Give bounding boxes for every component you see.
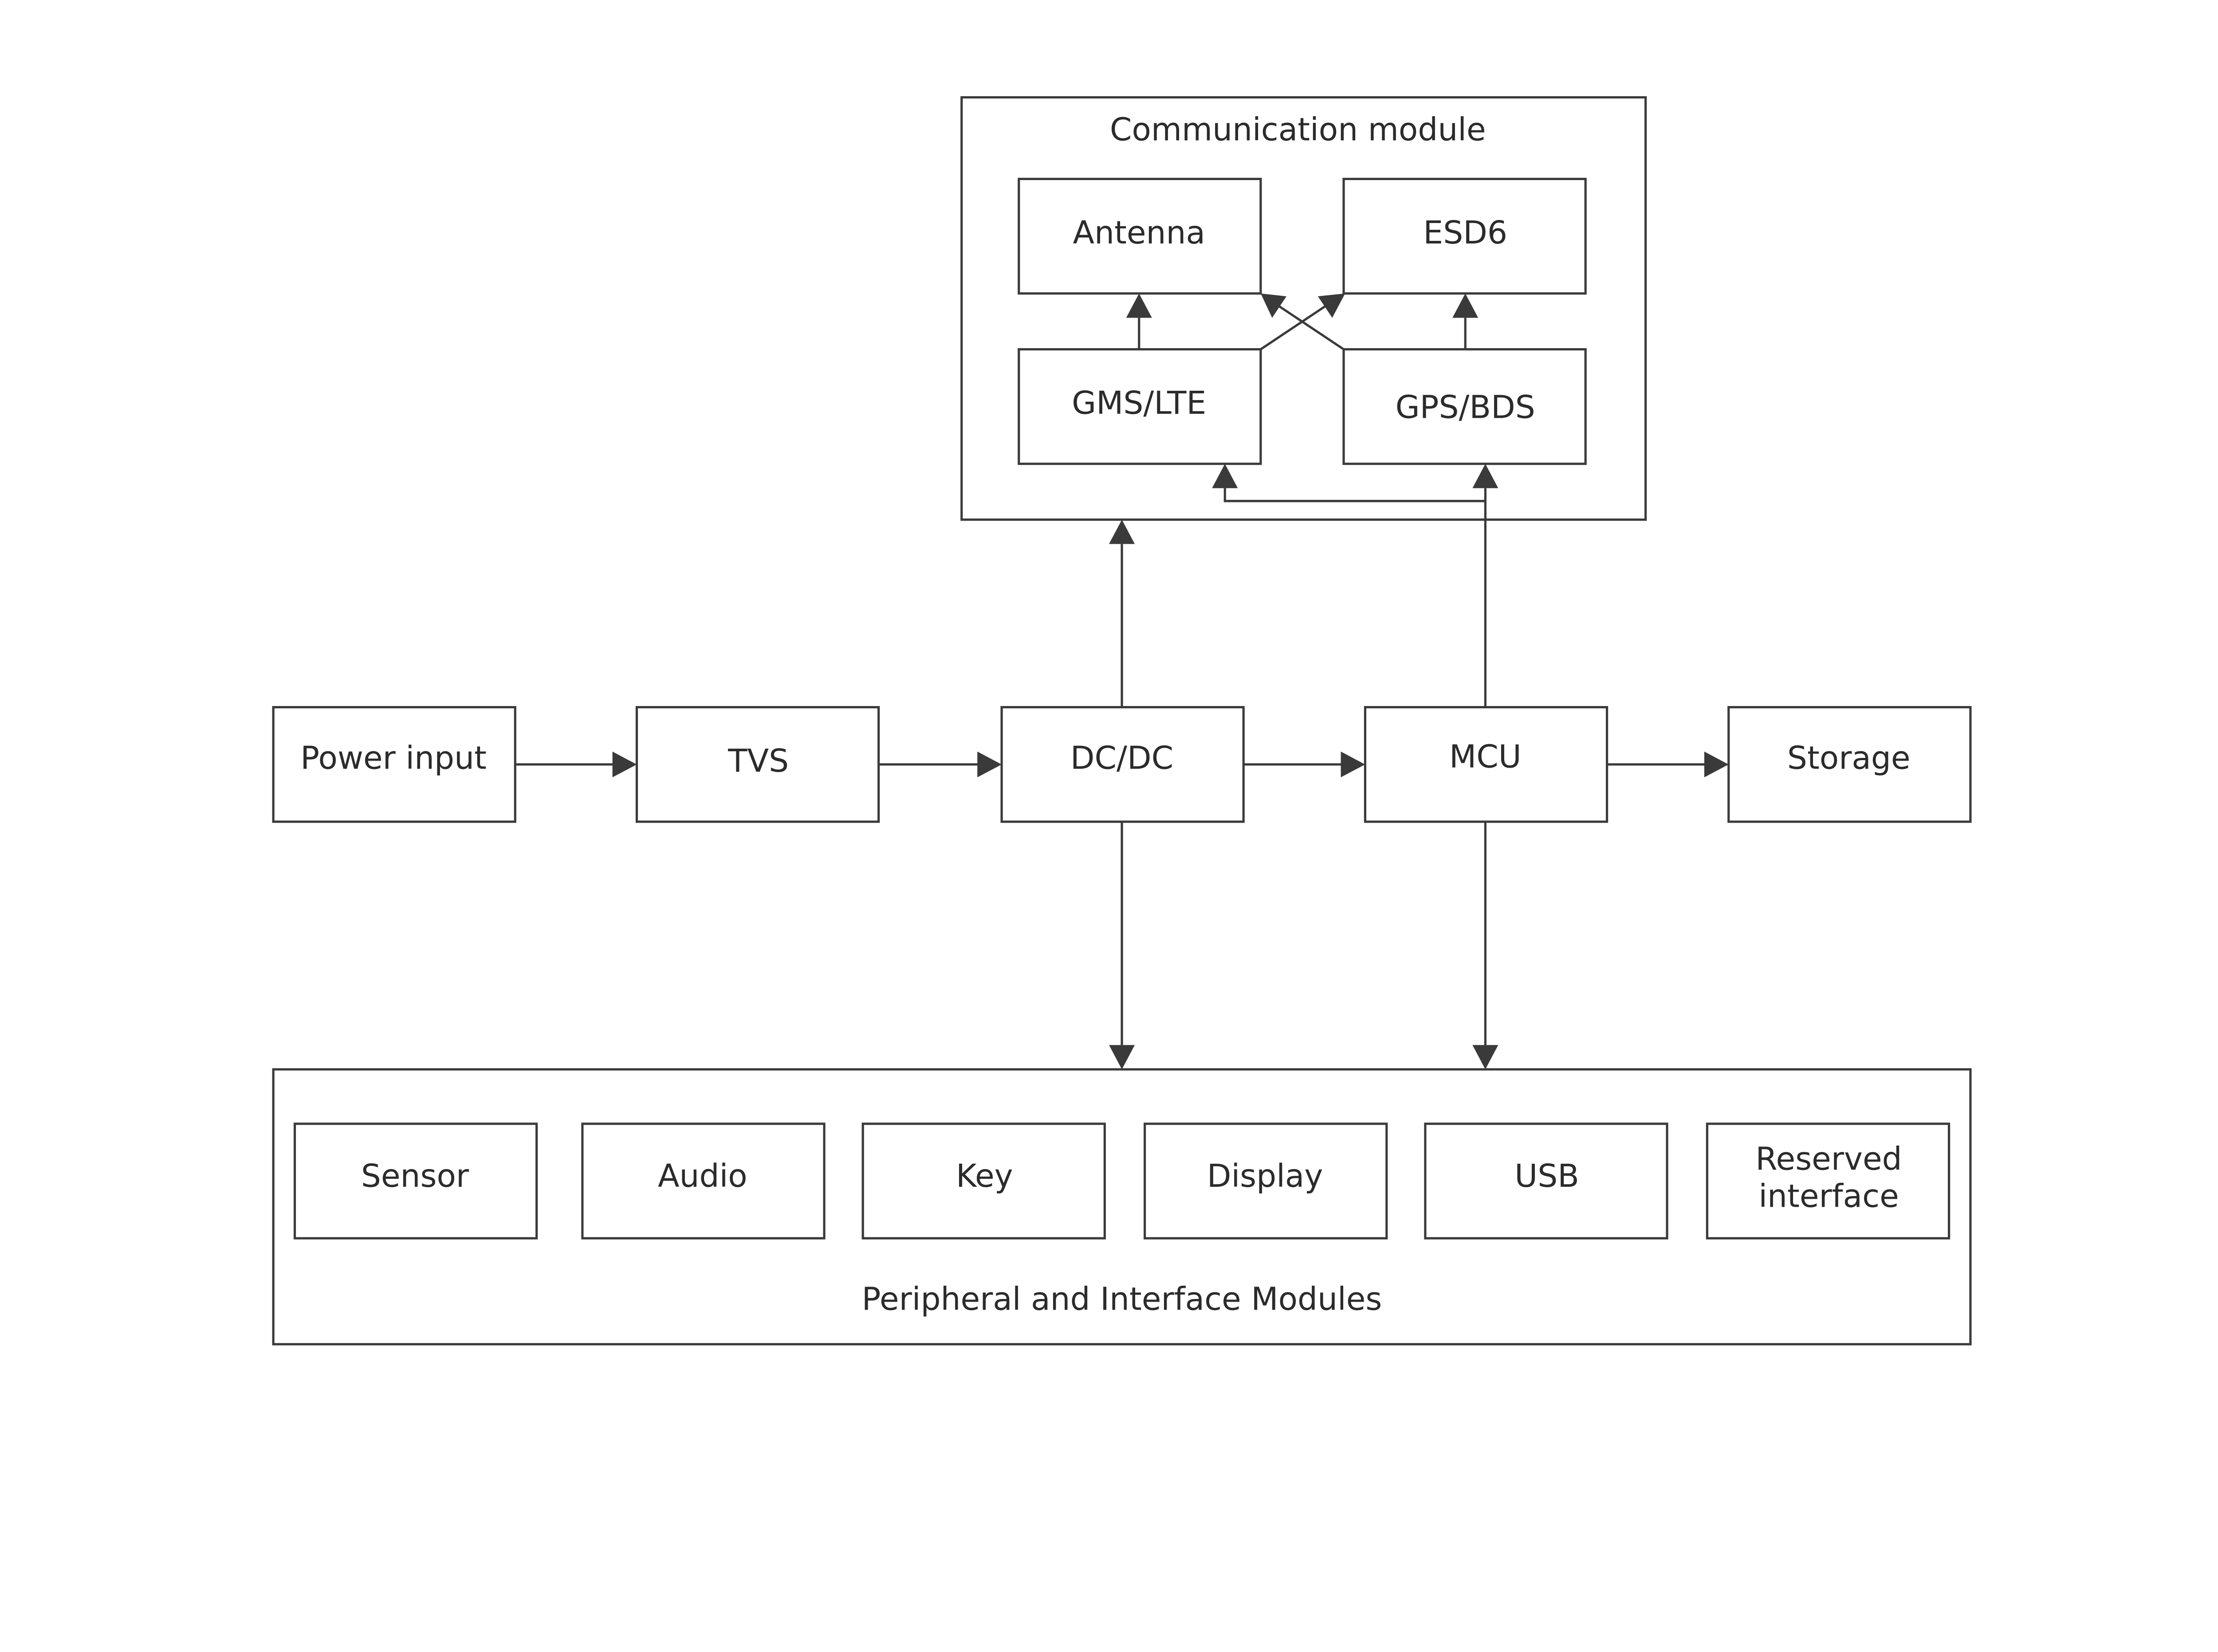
node-gms-lte-label: GMS/LTE (1072, 385, 1206, 421)
node-audio-label: Audio (658, 1158, 747, 1194)
arrow-gps-bds-to-esd6 (1452, 293, 1479, 349)
arrow-gps-bds-to-antenna (1260, 293, 1345, 350)
node-gps-bds: GPS/BDS (1342, 348, 1587, 465)
node-antenna: Antenna (1018, 177, 1262, 295)
peripheral-modules-title: Peripheral and Interface Modules (862, 1281, 1382, 1318)
node-mcu-label: MCU (1449, 738, 1522, 775)
arrow-dcdc-to-mcu (1243, 751, 1365, 777)
node-reserved-label-line1: Reserved (1755, 1140, 1902, 1177)
node-tvs: TVS (635, 706, 880, 823)
node-display-label: Display (1207, 1158, 1323, 1194)
communication-module-title: Communication module (1110, 111, 1486, 148)
node-sensor: Sensor (293, 1122, 538, 1240)
node-gps-bds-label: GPS/BDS (1396, 389, 1535, 426)
arrow-mcu-to-gms-lte (1212, 463, 1486, 502)
node-dcdc: DC/DC (1000, 706, 1245, 823)
arrow-dcdc-to-peripherals (1109, 821, 1135, 1070)
node-usb: USB (1424, 1122, 1668, 1240)
node-key: Key (861, 1122, 1106, 1240)
node-reserved-interface: Reserved interface (1706, 1122, 1951, 1240)
node-dcdc-label: DC/DC (1070, 740, 1173, 777)
node-esd6-label: ESD6 (1423, 214, 1507, 251)
node-tvs-label: TVS (728, 742, 789, 779)
arrow-power-to-tvs (515, 751, 637, 777)
node-sensor-label: Sensor (361, 1158, 469, 1194)
arrow-gms-lte-to-esd6 (1260, 293, 1345, 350)
node-mcu: MCU (1364, 706, 1608, 823)
node-usb-label: USB (1514, 1158, 1579, 1194)
arrow-mcu-to-gps-bds (1472, 463, 1498, 707)
arrow-mcu-to-storage (1607, 751, 1729, 777)
node-display: Display (1144, 1122, 1388, 1240)
arrow-mcu-to-peripherals (1472, 821, 1498, 1070)
peripheral-modules-group: Peripheral and Interface Modules Sensor … (272, 1068, 1972, 1346)
node-power-input: Power input (272, 706, 516, 823)
communication-module-group: Communication module Antenna ESD6 GMS/LT… (960, 96, 1647, 521)
node-esd6: ESD6 (1342, 177, 1587, 295)
node-storage: Storage (1727, 706, 1972, 823)
arrow-dcdc-to-communication (1109, 519, 1135, 707)
arrow-tvs-to-dcdc (878, 751, 1002, 777)
node-storage-label: Storage (1787, 740, 1911, 777)
node-power-input-label: Power input (300, 740, 487, 777)
node-key-label: Key (956, 1158, 1013, 1194)
node-gms-lte: GMS/LTE (1018, 348, 1262, 465)
communication-module-frame (960, 96, 1647, 521)
node-audio: Audio (581, 1122, 826, 1240)
node-reserved-label-line2: interface (1758, 1177, 1899, 1214)
arrow-gms-lte-to-antenna (1126, 293, 1152, 349)
node-antenna-label: Antenna (1073, 214, 1205, 251)
